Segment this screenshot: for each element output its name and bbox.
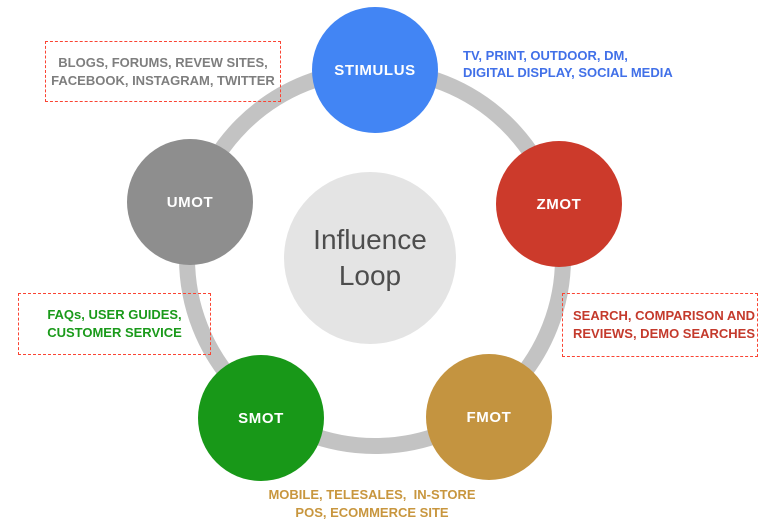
annotation-smot-line2: CUSTOMER SERVICE [47, 325, 182, 340]
annotation-stimulus-line2: DIGITAL DISPLAY, SOCIAL MEDIA [463, 65, 673, 80]
annotation-fmot-line1: MOBILE, TELESALES, IN-STORE [268, 487, 476, 502]
annotation-umot-line2: FACEBOOK, INSTAGRAM, TWITTER [51, 72, 275, 88]
node-umot: UMOT [127, 139, 253, 265]
node-smot-label: SMOT [238, 409, 284, 427]
center-hub: Influence Loop [284, 172, 456, 344]
annotation-umot-line1: BLOGS, FORUMS, REVEW SITES, [58, 54, 268, 70]
annotation-stimulus-line1: TV, PRINT, OUTDOOR, DM, [463, 48, 628, 63]
annotation-fmot-channels: MOBILE, TELESALES, IN-STORE POS, ECOMMER… [252, 486, 492, 522]
annotation-umot-channels: BLOGS, FORUMS, REVEW SITES, FACEBOOK, IN… [45, 41, 281, 102]
node-umot-label: UMOT [166, 193, 214, 211]
node-fmot: FMOT [426, 354, 552, 480]
node-zmot: ZMOT [496, 141, 622, 267]
annotation-zmot-line2: REVIEWS, DEMO SEARCHES [573, 326, 756, 341]
center-title-line2: Loop [338, 260, 402, 291]
node-stimulus-label: STIMULUS [334, 61, 416, 79]
annotation-smot-line1: FAQs, USER GUIDES, [47, 307, 182, 322]
annotation-zmot-line1: SEARCH, COMPARISON AND [573, 308, 756, 323]
node-smot: SMOT [198, 355, 324, 481]
annotation-zmot-channels: SEARCH, COMPARISON AND REVIEWS, DEMO SEA… [562, 293, 758, 357]
node-stimulus: STIMULUS [312, 7, 438, 133]
center-title-line1: Influence [313, 224, 427, 256]
node-zmot-label: ZMOT [536, 195, 582, 213]
annotation-stimulus-channels: TV, PRINT, OUTDOOR, DM, DIGITAL DISPLAY,… [463, 47, 673, 81]
annotation-fmot-line2: POS, ECOMMERCE SITE [295, 505, 449, 520]
annotation-smot-channels: FAQs, USER GUIDES, CUSTOMER SERVICE [18, 293, 211, 355]
node-fmot-label: FMOT [466, 408, 512, 426]
